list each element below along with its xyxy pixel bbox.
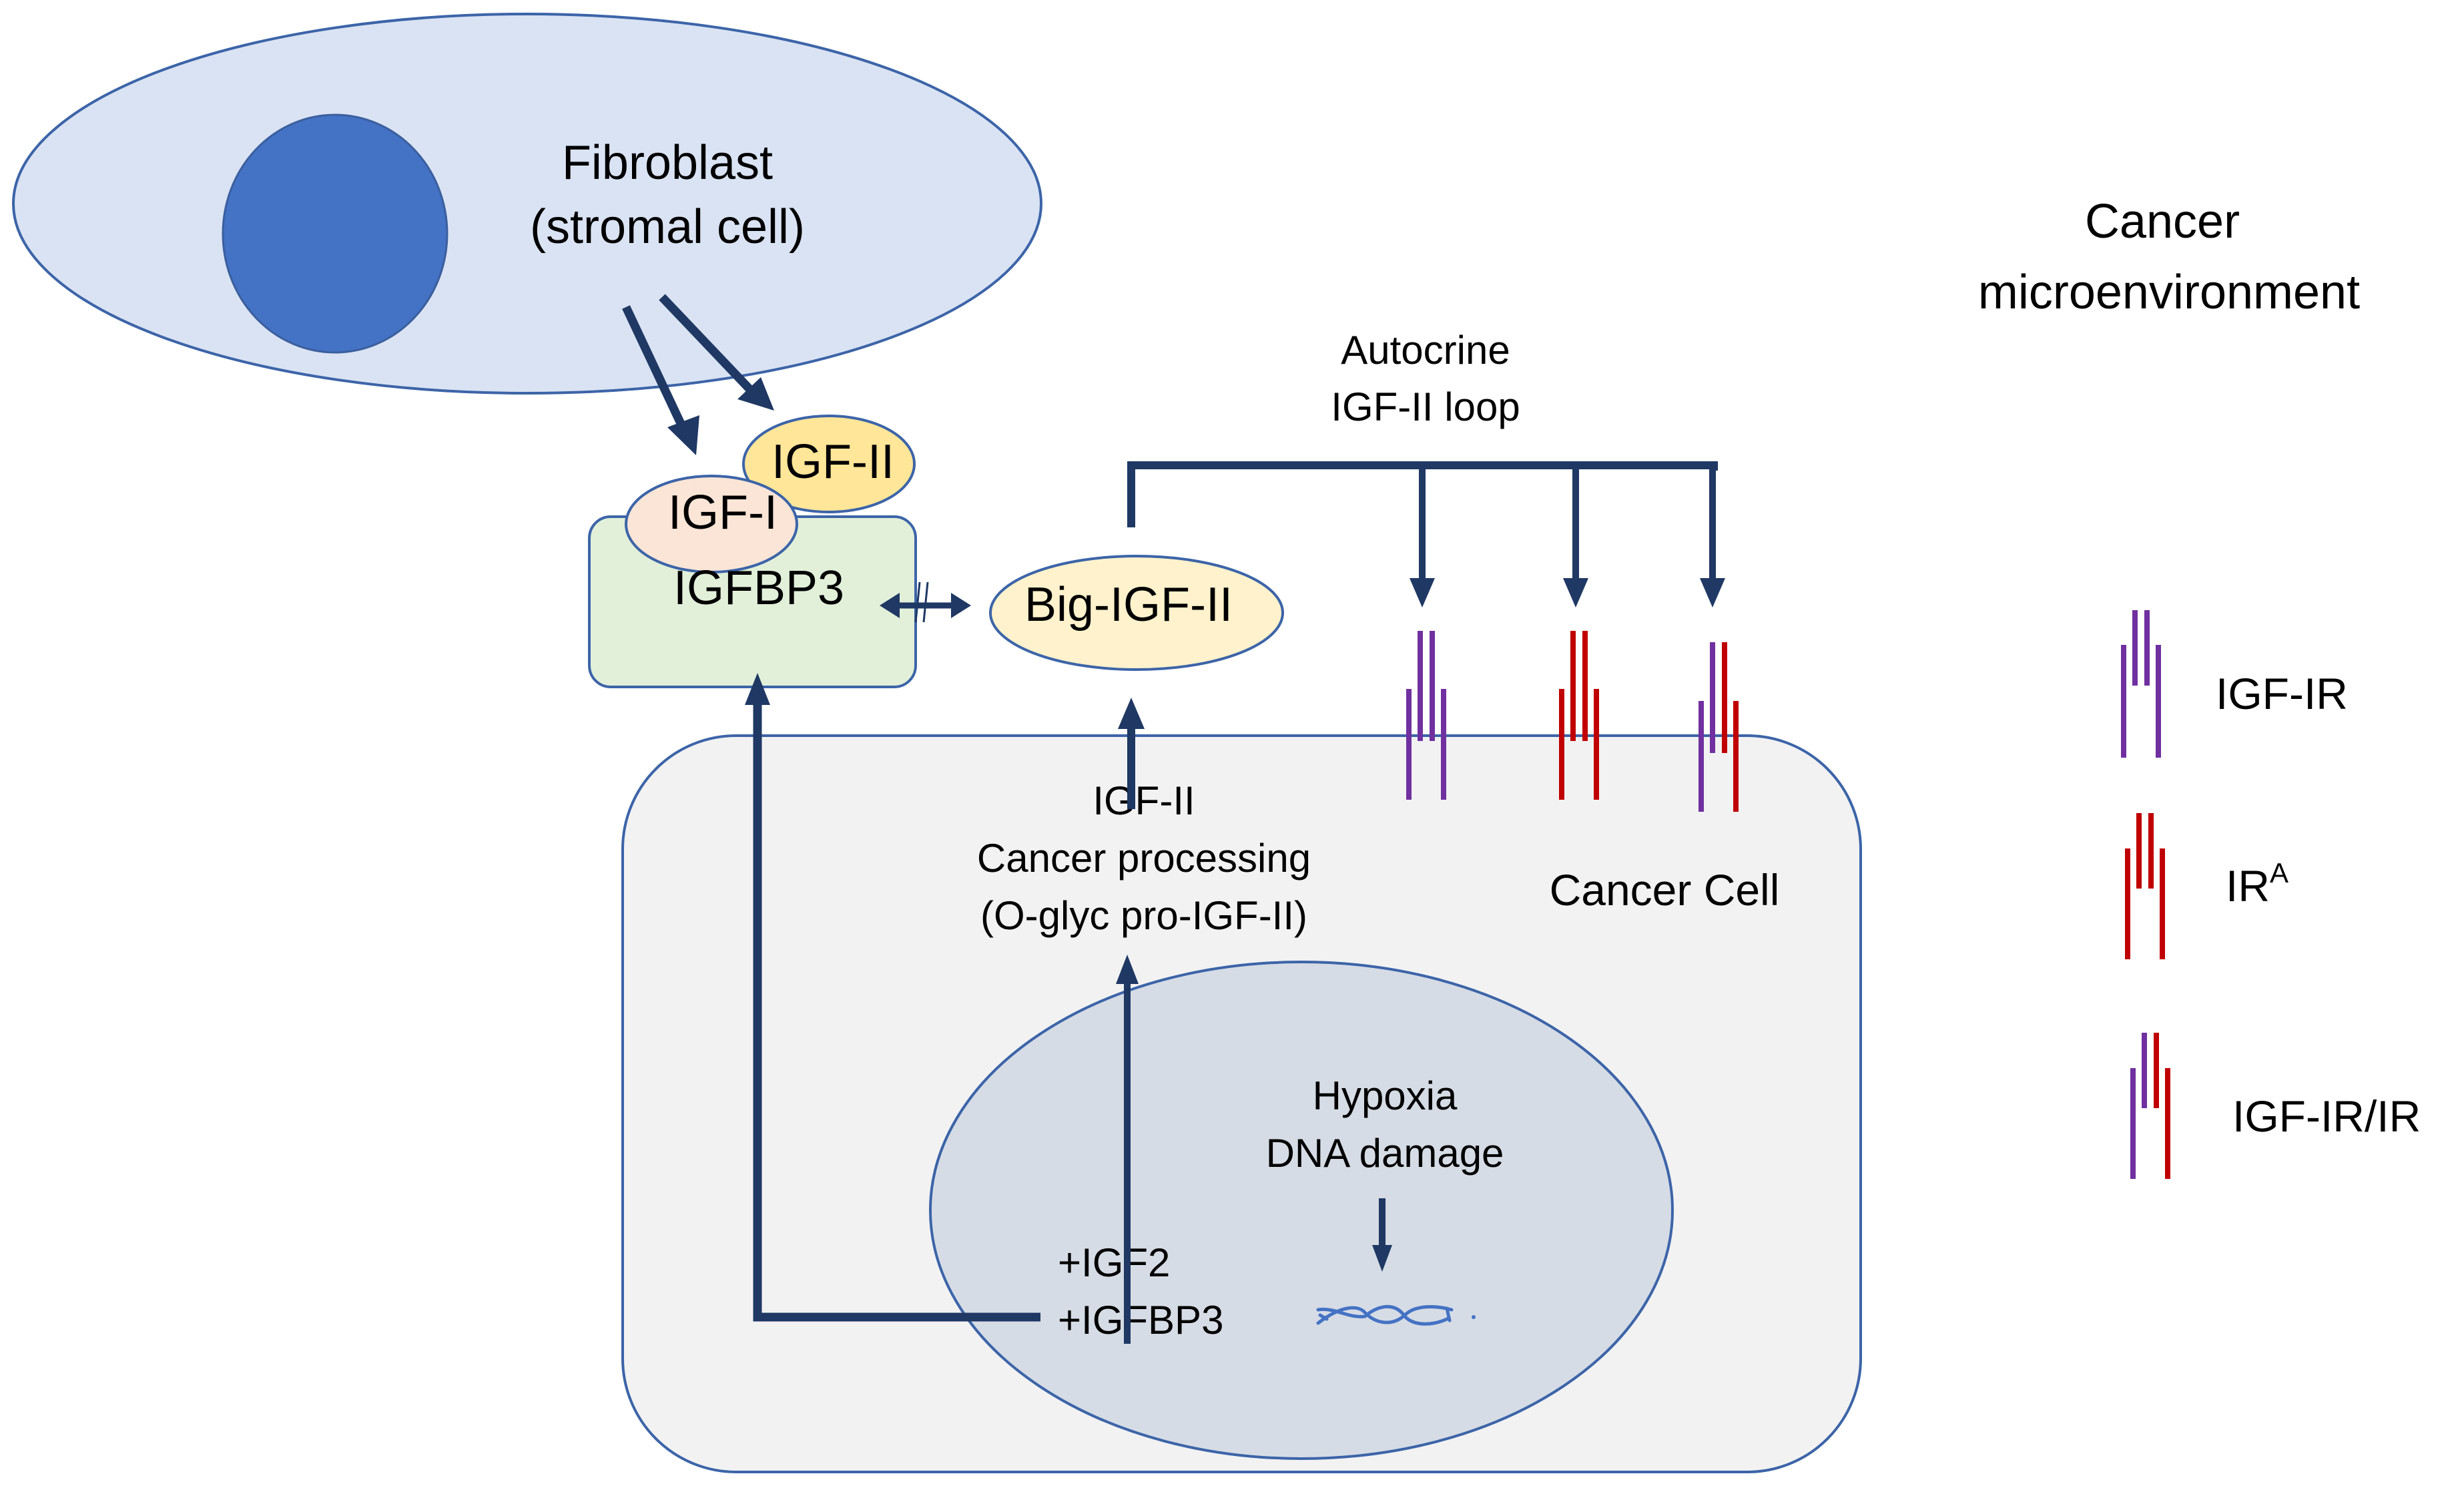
receptor-outer-left-chain [1699,701,1704,812]
receptor-outer-left-chain [2125,848,2130,959]
processing-line2: Cancer processing [977,836,1311,881]
legend-hybrid-icon [2130,1033,2170,1179]
microenvironment-title-line2: microenvironment [1978,266,2360,319]
fibroblast-title: Fibroblast [562,136,773,190]
igf1-label: IGF-I [668,486,778,539]
receptor-outer-left-chain [2121,645,2126,758]
legend-ira-icon [2125,813,2165,959]
receptor-outer-left-chain [1559,689,1564,800]
receptor-inner-left-chain [2142,1033,2147,1108]
cancer-cell-nucleus [929,961,1674,1460]
legend: IGF-IR IRA IGF-IR/IR [2121,610,2421,1179]
big-igf2-bubble [989,555,1284,671]
igfbp3-label: IGFBP3 [673,561,844,615]
arrow-igfbp3-gene-to-complex [745,673,1040,1322]
receptor-inner-right-chain [1722,642,1727,753]
legend-label-igf1r: IGF-IR [2216,669,2348,718]
microenvironment-title-line1: Cancer [2085,195,2240,248]
processing-line3: (O-glyc pro-IGF-II) [980,893,1307,938]
arrow-fibroblast-to-igf2 [659,294,774,411]
big-igf2: Big-IGF-II [989,555,1284,671]
igf2-bubble [742,415,916,513]
legend-label-ira: IRA [2226,857,2288,911]
autocrine-loop-bracket [1127,461,1725,607]
gene-igfbp3: +IGFBP3 [1058,1298,1223,1342]
cancer-cell-label: Cancer Cell [1550,865,1780,915]
fibroblast-cell: Fibroblast (stromal cell) [12,13,1042,395]
receptor-inner-right-chain [2148,813,2154,889]
receptor-igf1r-icon [1406,631,1446,800]
receptor-inner-right-chain [2144,610,2150,686]
receptor-inner-left-chain [1418,631,1423,741]
autocrine-label-line1: Autocrine [1341,328,1510,372]
legend-label-igf1r-ir: IGF-IR/IR [2232,1091,2421,1141]
receptor-outer-right-chain [2156,645,2161,758]
autocrine-label-line2: IGF-II loop [1331,385,1520,429]
dna-helix-icon [1316,1304,1476,1326]
receptor-inner-left-chain [1570,631,1576,741]
receptor-inner-right-chain [1582,631,1588,741]
receptor-inner-left-chain [1710,642,1715,753]
receptor-inner-right-chain [1430,631,1435,741]
receptor-outer-right-chain [1441,689,1446,800]
receptor-hybrid-icon [1699,642,1739,812]
receptor-inner-left-chain [2136,813,2142,889]
receptor-outer-right-chain [2165,1068,2170,1179]
receptor-inner-left-chain [2132,610,2138,686]
legend-label-ir: IR [2226,861,2270,911]
membrane-receptors [1406,631,1739,812]
arrow-stimulus-to-dna [1372,1198,1392,1272]
gene-igf2: +IGF2 [1058,1240,1170,1285]
arrow-nucleus-to-processing [1116,955,1139,1344]
fibroblast-nucleus [222,113,448,354]
stimulus-dna-damage: DNA damage [1266,1131,1504,1176]
stimulus-hypoxia: Hypoxia [1313,1073,1458,1118]
arrow-secretion-big-igf2 [1118,698,1145,809]
fibroblast-subtitle: (stromal cell) [530,200,805,254]
processing-line1: IGF-II [1093,778,1195,823]
arrow-fibroblast-to-igf1 [622,305,699,455]
receptor-outer-right-chain [1594,689,1599,800]
receptor-inner-right-chain [2154,1033,2159,1108]
receptor-outer-left-chain [2130,1068,2136,1179]
igf1-bubble [625,475,798,573]
legend-glyphs [2121,610,2170,1179]
receptor-ira-icon [1559,631,1599,800]
receptor-outer-left-chain [1406,689,1412,800]
igf2-label: IGF-II [772,435,894,489]
big-igf2-label: Big-IGF-II [1024,578,1233,632]
receptor-outer-right-chain [1733,701,1739,812]
igfbp3-complex: IGF-II IGF-I IGFBP3 [588,415,917,688]
receptor-outer-right-chain [2160,848,2165,959]
legend-label-ir-superscript: A [2270,857,2288,889]
arrows [622,294,1725,1344]
fibroblast-body [12,13,1042,395]
cancer-cell: Cancer Cell IGF-II Cancer processing (O-… [621,734,1862,1473]
arrow-igfbp3-big-igf2-blocked [880,581,971,623]
legend-igf1r-icon [2121,610,2161,758]
